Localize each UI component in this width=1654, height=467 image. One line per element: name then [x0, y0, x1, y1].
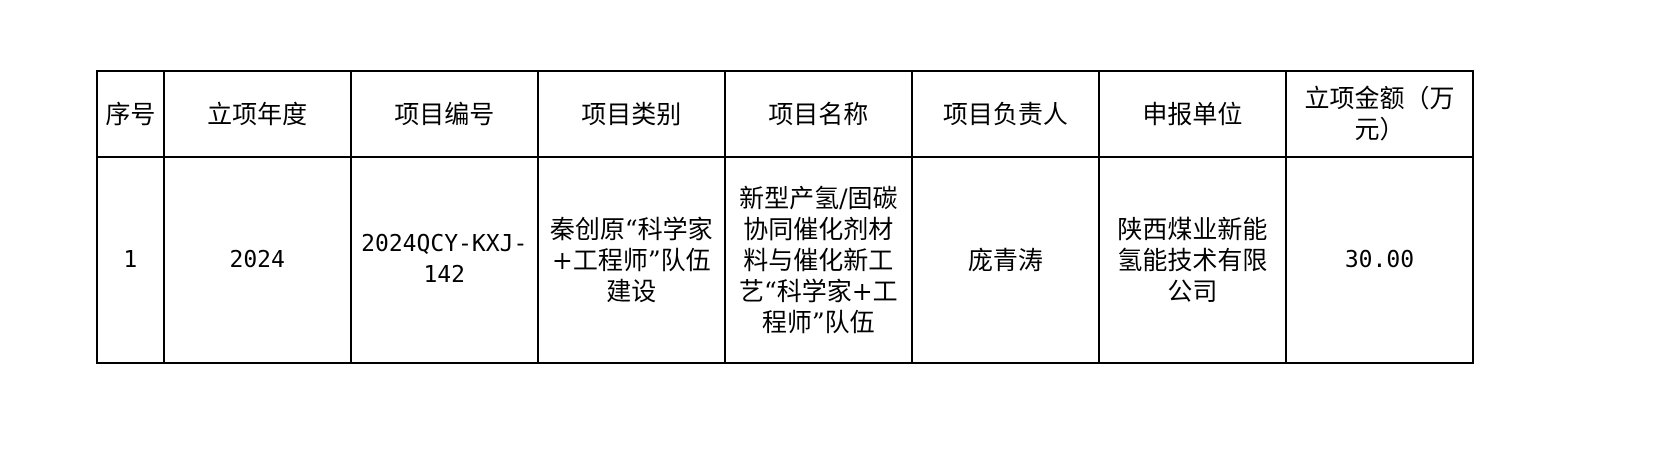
- cell-category: 秦创原“科学家+工程师”队伍建设: [536, 156, 726, 364]
- header-unit: 申报单位: [1097, 70, 1287, 158]
- header-year: 立项年度: [162, 70, 352, 158]
- cell-name: 新型产氢/固碳协同催化剂材料与催化新工艺“科学家+工程师”队伍: [723, 156, 913, 364]
- cell-unit: 陕西煤业新能氢能技术有限公司: [1097, 156, 1287, 364]
- cell-leader: 庞青涛: [910, 156, 1100, 364]
- header-amount: 立项金额（万元）: [1284, 70, 1475, 158]
- cell-project-no: 2024QCY-KXJ-142: [349, 156, 539, 364]
- project-table: 序号 立项年度 项目编号 项目类别 项目名称 项目负责人 申报单位 立项金额（万…: [96, 70, 1475, 364]
- header-row: 序号 立项年度 项目编号 项目类别 项目名称 项目负责人 申报单位 立项金额（万…: [96, 70, 1475, 158]
- header-project-no: 项目编号: [349, 70, 539, 158]
- cell-index: 1: [96, 156, 165, 364]
- header-name: 项目名称: [723, 70, 913, 158]
- cell-amount: 30.00: [1284, 156, 1475, 364]
- table-row: 1 2024 2024QCY-KXJ-142 秦创原“科学家+工程师”队伍建设 …: [96, 156, 1475, 364]
- header-leader: 项目负责人: [910, 70, 1100, 158]
- cell-year: 2024: [162, 156, 352, 364]
- header-index: 序号: [96, 70, 165, 158]
- header-category: 项目类别: [536, 70, 726, 158]
